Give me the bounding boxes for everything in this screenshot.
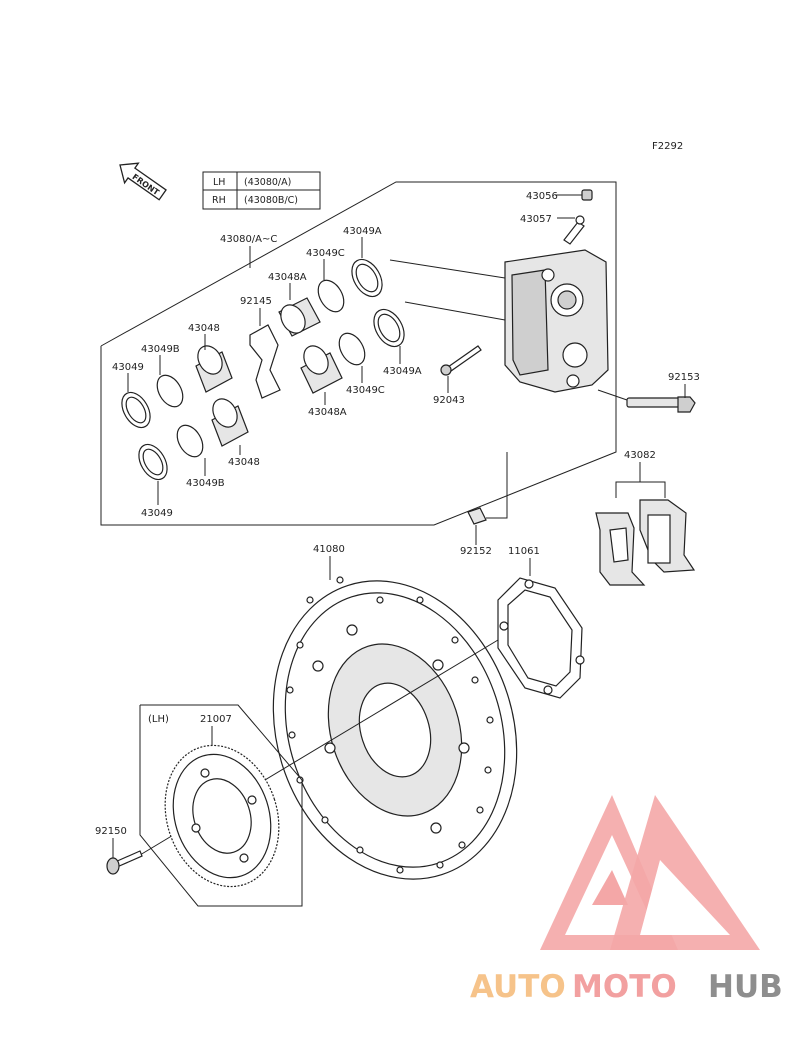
rotor-screw	[106, 850, 143, 875]
legend-rh-side: RH	[212, 195, 226, 206]
brake-disc	[272, 576, 518, 880]
seal-43049c-top	[317, 279, 345, 313]
label-43082: 43082	[624, 450, 656, 461]
label-lh: (LH)	[148, 714, 169, 725]
sensor-rotor	[164, 744, 280, 888]
label-43049a-top: 43049A	[343, 226, 382, 237]
caliper-assembly-outline	[100, 181, 617, 526]
brake-pads	[595, 499, 696, 586]
label-43049c-mid: 43049C	[346, 385, 385, 396]
label-43048-low: 43048	[228, 457, 260, 468]
bleeder-valve	[563, 215, 585, 245]
figure-code: F2292	[652, 141, 683, 152]
label-43049-top: 43049	[112, 362, 144, 373]
piston-43048a-top	[278, 297, 321, 337]
label-43049b-low: 43049B	[186, 478, 225, 489]
label-43049a-mid: 43049A	[383, 366, 422, 377]
label-41080: 41080	[313, 544, 345, 555]
label-43049c-top: 43049C	[306, 248, 345, 259]
pad-spring	[249, 324, 281, 399]
label-92152: 92152	[460, 546, 492, 557]
seal-43049b-top	[156, 374, 184, 408]
watermark-auto: AUTO	[470, 969, 566, 1005]
piston-43048-top	[195, 345, 233, 393]
label-43056: 43056	[526, 191, 558, 202]
label-92153: 92153	[668, 372, 700, 383]
front-arrow-icon: FRONT	[119, 162, 167, 201]
label-11061: 11061	[508, 546, 540, 557]
label-92150: 92150	[95, 826, 127, 837]
bleeder-cap	[581, 189, 593, 201]
label-92145: 92145	[240, 296, 272, 307]
piston-43048-low	[211, 398, 249, 447]
label-43048a-mid: 43048A	[308, 407, 347, 418]
legend-lh-side: LH	[213, 177, 225, 188]
seal-43049b-low	[176, 424, 204, 458]
caliper-body	[504, 249, 609, 393]
legend-rh-code: (43080B/C)	[244, 195, 298, 206]
label-43048a-top: 43048A	[268, 272, 307, 283]
watermark-hub: HUB	[708, 969, 783, 1005]
legend-table: LH (43080/A) RH (43080B/C)	[202, 171, 321, 210]
collar	[467, 507, 487, 525]
label-43048-top: 43048	[188, 323, 220, 334]
label-43057: 43057	[520, 214, 552, 225]
watermark-moto: MOTO	[572, 969, 677, 1005]
label-43049b-top: 43049B	[141, 344, 180, 355]
piston-43048a-mid	[300, 345, 343, 394]
label-21007: 21007	[200, 714, 232, 725]
seal-43049c-mid	[338, 332, 366, 366]
label-43049-low: 43049	[141, 508, 173, 519]
legend-lh-code: (43080/A)	[244, 177, 291, 188]
disc-spacer	[497, 577, 585, 699]
watermark-logo: AUTO MOTO HUB	[470, 795, 783, 1005]
label-43080: 43080/A~C	[220, 234, 277, 245]
mounting-bolt	[626, 396, 696, 413]
label-92043: 92043	[433, 395, 465, 406]
pad-pin	[440, 345, 482, 376]
sensor-ring-outline	[139, 704, 303, 907]
